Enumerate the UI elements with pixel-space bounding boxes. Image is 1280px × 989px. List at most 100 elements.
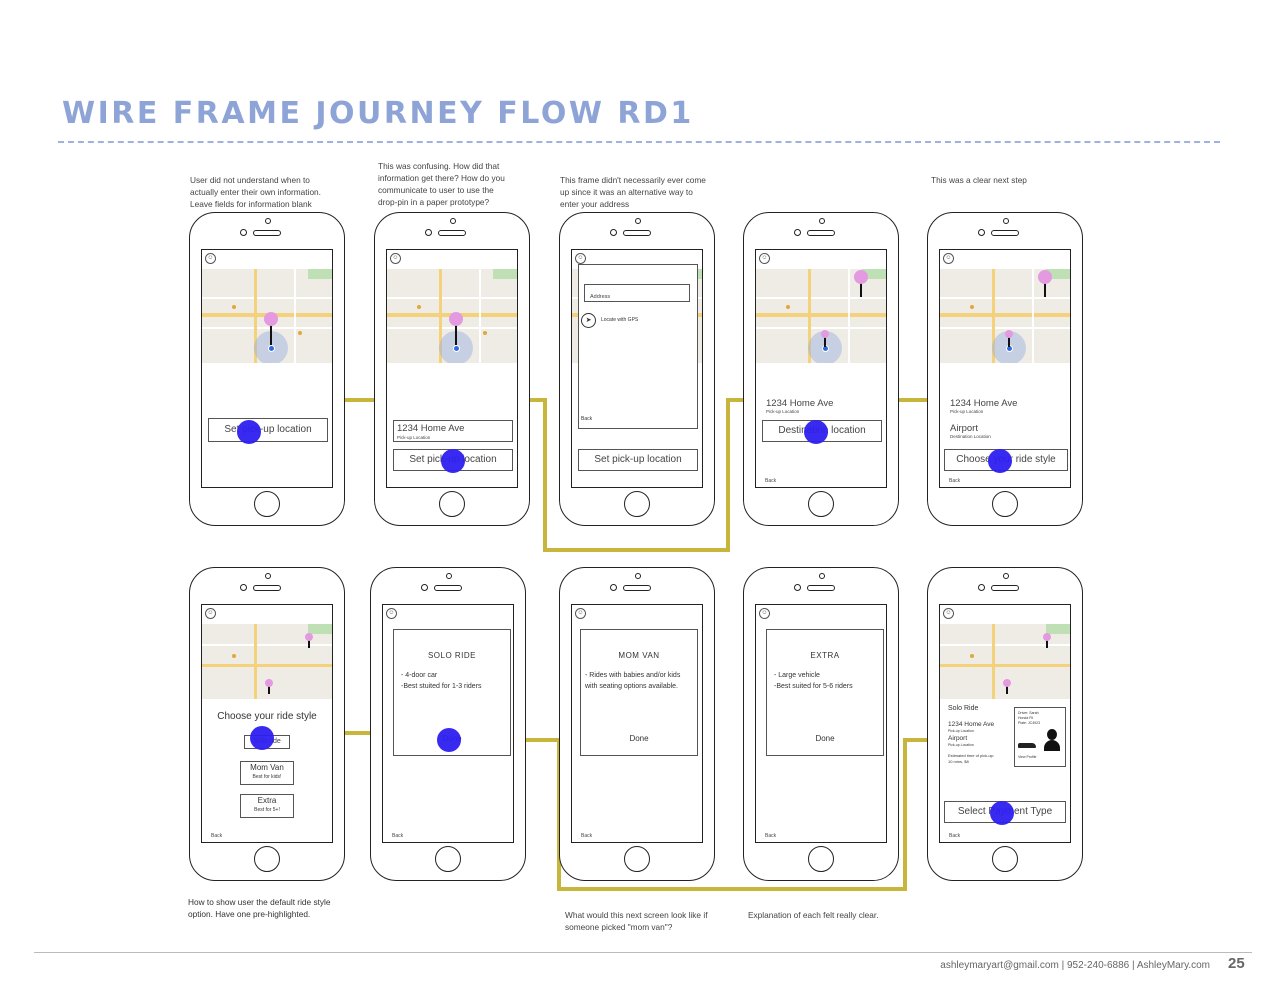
map-view[interactable] bbox=[202, 624, 332, 699]
set-pickup-button[interactable]: Set pick-up location bbox=[578, 449, 698, 471]
done-button[interactable]: Done bbox=[815, 734, 835, 743]
note-line: Leave fields for information blank bbox=[190, 199, 312, 209]
home-button[interactable] bbox=[808, 491, 834, 517]
card-body: - 4-door car -Best stuited for 1-3 rider… bbox=[401, 670, 509, 692]
note-line: This was a clear next step bbox=[931, 175, 1027, 185]
back-link[interactable]: Back bbox=[211, 833, 223, 839]
home-button[interactable] bbox=[624, 491, 650, 517]
pickup-address-field[interactable] bbox=[393, 420, 513, 442]
park-area bbox=[493, 269, 517, 279]
camera-dot bbox=[265, 573, 271, 579]
phone-frame-5: ☺ 1234 Home Ave Pick-up Location Airport… bbox=[927, 212, 1083, 526]
title-divider bbox=[58, 141, 1220, 143]
note-2: This was confusing. How did that informa… bbox=[378, 160, 505, 208]
camera-icon bbox=[610, 229, 617, 236]
profile-icon[interactable]: ☺ bbox=[205, 608, 216, 619]
map-view[interactable] bbox=[387, 269, 517, 363]
phone-frame-8: ☺ MOM VAN - Rides with babies and/or kid… bbox=[559, 567, 715, 881]
map-view[interactable] bbox=[756, 269, 886, 363]
map-highway bbox=[756, 313, 886, 317]
back-link[interactable]: Back bbox=[581, 416, 593, 422]
drop-pin-icon[interactable] bbox=[264, 312, 278, 345]
screen: ☺ Solo Ride 1234 Home Ave Pick-up Locati… bbox=[939, 604, 1071, 843]
screen: ☺ Set pick-up location bbox=[201, 249, 333, 488]
park-area bbox=[308, 269, 332, 279]
flow-connector bbox=[903, 738, 907, 891]
home-button[interactable] bbox=[254, 846, 280, 872]
profile-icon[interactable]: ☺ bbox=[943, 608, 954, 619]
address-field[interactable] bbox=[584, 284, 690, 302]
profile-icon[interactable]: ☺ bbox=[575, 253, 586, 264]
camera-dot bbox=[265, 218, 271, 224]
map-view[interactable] bbox=[202, 269, 332, 363]
map-highway bbox=[254, 624, 257, 699]
map-highway bbox=[940, 664, 1070, 667]
profile-icon[interactable]: ☺ bbox=[759, 253, 770, 264]
profile-icon[interactable]: ☺ bbox=[943, 253, 954, 264]
screen: ☺ MOM VAN - Rides with babies and/or kid… bbox=[571, 604, 703, 843]
screen: ☺ Address ➤ Locate with GPS Back Set pic… bbox=[571, 249, 703, 488]
driver-card[interactable] bbox=[1014, 707, 1066, 767]
map-view[interactable] bbox=[940, 269, 1070, 363]
back-link[interactable]: Back bbox=[949, 478, 961, 484]
back-link[interactable]: Back bbox=[581, 833, 593, 839]
flow-connector bbox=[726, 398, 730, 552]
set-pickup-button[interactable]: Set pick-up location bbox=[208, 418, 328, 442]
home-button[interactable] bbox=[435, 846, 461, 872]
footer-divider bbox=[34, 952, 1252, 953]
map-view[interactable] bbox=[940, 624, 1070, 699]
profile-icon[interactable]: ☺ bbox=[575, 608, 586, 619]
back-link[interactable]: Back bbox=[949, 833, 961, 839]
camera-icon bbox=[240, 584, 247, 591]
screen: ☺ Choose your ride style Solo ride Mom V… bbox=[201, 604, 333, 843]
extra-option[interactable] bbox=[240, 794, 294, 818]
home-button[interactable] bbox=[992, 491, 1018, 517]
phone-frame-2: ☺ 1234 Home Ave Pick-up Location Set pic… bbox=[374, 212, 530, 526]
pickup-pin-icon bbox=[265, 679, 273, 694]
pickup-address: 1234 Home Ave bbox=[766, 398, 834, 409]
card-line: -Best stuited for 1-3 riders bbox=[401, 683, 482, 690]
pickup-address: 1234 Home Ave bbox=[948, 721, 995, 728]
mom-van-option[interactable] bbox=[240, 761, 294, 785]
drop-pin-icon[interactable] bbox=[449, 312, 463, 345]
note-line: drop-pin in a paper prototype? bbox=[378, 197, 490, 207]
map-highway bbox=[992, 269, 995, 363]
card-body: - Rides with babies and/or kids with sea… bbox=[585, 670, 693, 692]
poi-icon bbox=[232, 305, 236, 309]
extra-label: Extra bbox=[257, 796, 277, 805]
profile-icon[interactable]: ☺ bbox=[386, 608, 397, 619]
destination-pin-icon bbox=[1038, 270, 1052, 297]
view-profile-link[interactable]: View Profile bbox=[1018, 755, 1037, 759]
locate-gps-label[interactable]: Locate with GPS bbox=[601, 317, 639, 323]
home-button[interactable] bbox=[808, 846, 834, 872]
home-button[interactable] bbox=[624, 846, 650, 872]
park-area bbox=[1046, 624, 1070, 634]
home-button[interactable] bbox=[254, 491, 280, 517]
drop-pin-icon[interactable] bbox=[854, 270, 868, 297]
back-link[interactable]: Back bbox=[765, 478, 777, 484]
note-line: This frame didn't necessarily ever come bbox=[560, 175, 706, 185]
back-link[interactable]: Back bbox=[765, 833, 777, 839]
done-button[interactable]: Done bbox=[629, 734, 649, 743]
eta-value: 10 mins, $8 bbox=[948, 759, 969, 764]
home-button[interactable] bbox=[992, 846, 1018, 872]
note-line: actually enter their own information. bbox=[190, 187, 321, 197]
home-button[interactable] bbox=[439, 491, 465, 517]
profile-icon[interactable]: ☺ bbox=[759, 608, 770, 619]
note-line: User did not understand when to bbox=[190, 175, 310, 185]
poi-icon bbox=[417, 305, 421, 309]
note-line: How to show user the default ride style bbox=[188, 897, 331, 907]
camera-icon bbox=[425, 229, 432, 236]
destination-address-label: Destination Location bbox=[950, 434, 991, 439]
card-line: - Large vehicle bbox=[774, 672, 820, 679]
profile-icon[interactable]: ☺ bbox=[390, 253, 401, 264]
camera-icon bbox=[794, 229, 801, 236]
pickup-address-label: Pick-up Location bbox=[950, 409, 984, 414]
note-line: option. Have one pre-highlighted. bbox=[188, 909, 311, 919]
note-line: communicate to user to use the bbox=[378, 185, 494, 195]
back-link[interactable]: Back bbox=[392, 833, 404, 839]
locate-gps-icon[interactable]: ➤ bbox=[581, 313, 596, 328]
profile-icon[interactable]: ☺ bbox=[205, 253, 216, 264]
destination-address: Airport bbox=[950, 423, 978, 434]
pickup-address: 1234 Home Ave bbox=[950, 398, 1018, 409]
